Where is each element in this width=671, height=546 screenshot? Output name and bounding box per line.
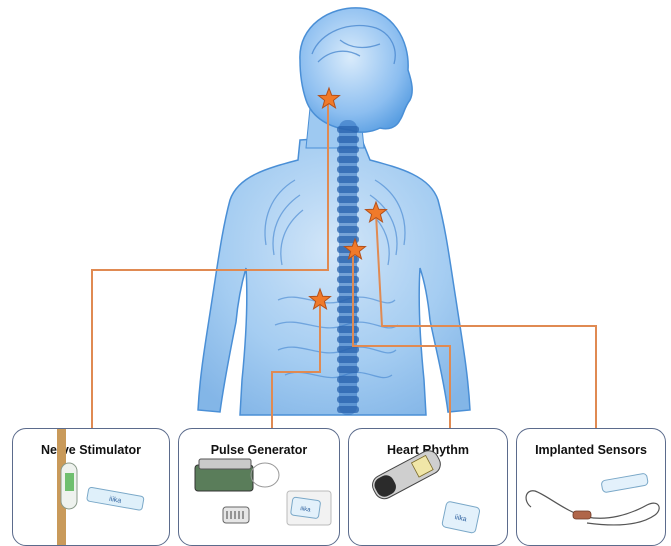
spine (337, 120, 359, 415)
vertebra (337, 176, 359, 183)
vertebra (337, 286, 359, 293)
vertebra (337, 326, 359, 333)
vertebra (337, 126, 359, 133)
torso-silhouette (198, 138, 470, 415)
vertebra (337, 316, 359, 323)
vertebra (337, 386, 359, 393)
vertebra (337, 356, 359, 363)
vertebra (337, 206, 359, 213)
nerve-stimulator-device-image: iiika (13, 429, 170, 546)
vertebra (337, 296, 359, 303)
pulse-generator-device-image: iiika (179, 429, 340, 546)
vertebra (337, 186, 359, 193)
vertebra (337, 136, 359, 143)
card-heart-rhythm: Heart Rhythm iiika (348, 428, 508, 546)
vertebra (337, 266, 359, 273)
card-implanted-sensors: Implanted Sensors (516, 428, 666, 546)
vertebra (337, 336, 359, 343)
heart-rhythm-device-image: iiika (349, 429, 508, 546)
vertebra (337, 146, 359, 153)
vertebra (337, 156, 359, 163)
vertebra (337, 396, 359, 403)
vertebra (337, 216, 359, 223)
vertebra (337, 376, 359, 383)
vertebra (337, 226, 359, 233)
head-silhouette (300, 8, 412, 132)
vertebra (337, 406, 359, 413)
vertebra (337, 306, 359, 313)
vertebra (337, 166, 359, 173)
vertebra (337, 196, 359, 203)
card-pulse-generator: Pulse Generator iiika (178, 428, 340, 546)
implanted-sensors-device-image (517, 429, 666, 546)
vertebra (337, 366, 359, 373)
vertebra (337, 276, 359, 283)
vertebra (337, 346, 359, 353)
card-nerve-stimulator: Nerve Stimulator iiika (12, 428, 170, 546)
